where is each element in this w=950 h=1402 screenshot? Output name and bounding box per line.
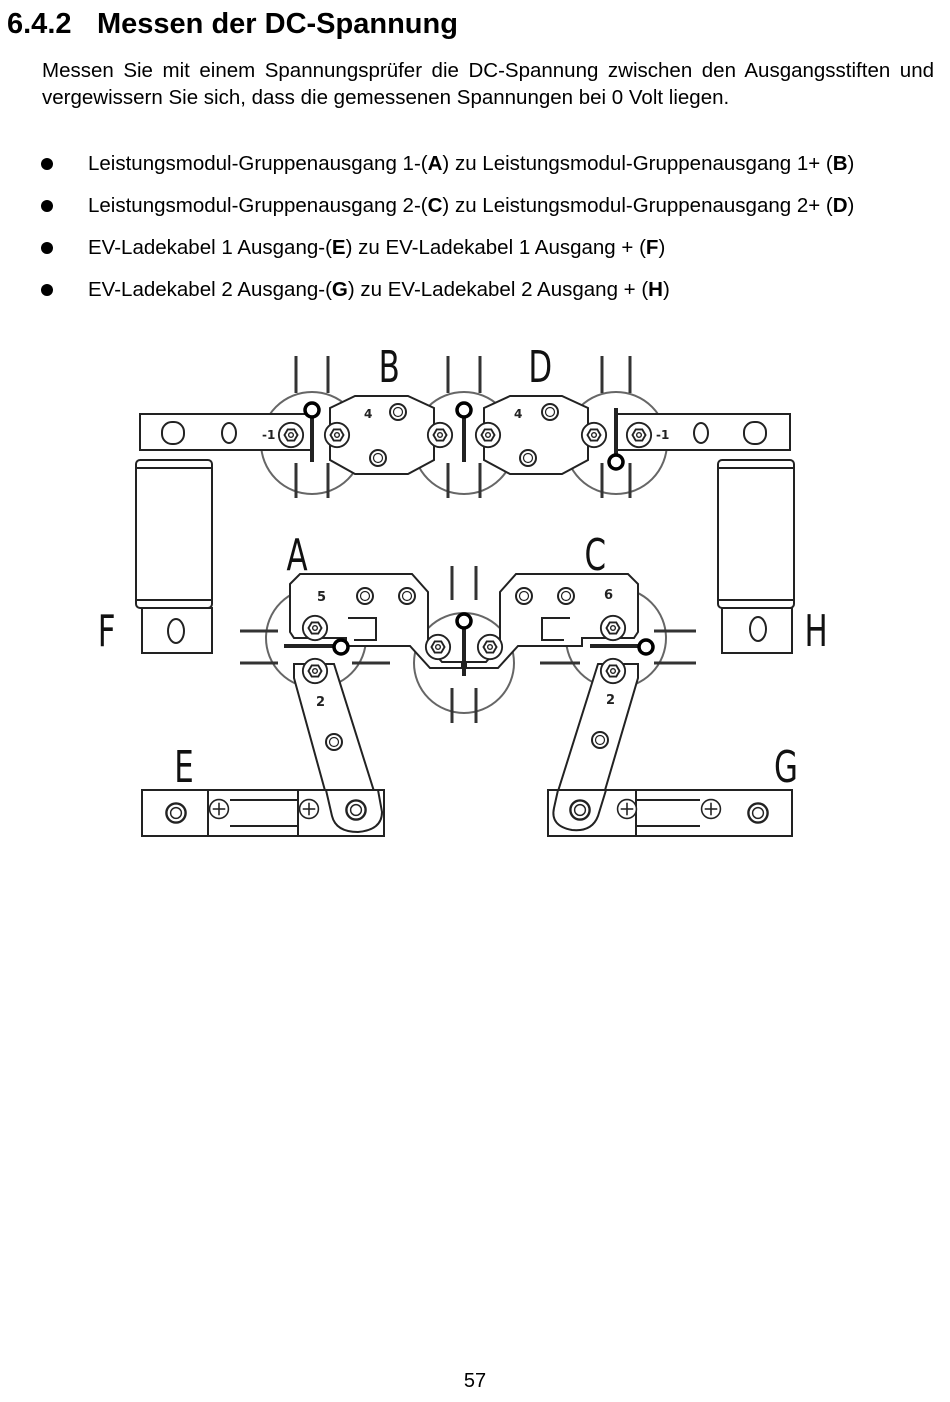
page-number: 57 bbox=[463, 1370, 487, 1392]
cable-housing-h bbox=[717, 459, 795, 609]
busbar-plate-d bbox=[483, 395, 589, 475]
section-title: Messen der DC-Spannung bbox=[97, 8, 458, 40]
label-c: C bbox=[585, 530, 607, 581]
measure-point-top-right bbox=[607, 453, 625, 471]
label-b: B bbox=[379, 342, 400, 393]
marking-5: 5 bbox=[317, 590, 326, 605]
list-item: EV-Ladekabel 2 Ausgang-(G) zu EV-Ladekab… bbox=[0, 273, 854, 315]
bullet-icon bbox=[41, 242, 53, 254]
bullet-icon bbox=[41, 158, 53, 170]
section-number: 6.4.2 bbox=[7, 8, 72, 40]
marking-2b: 2 bbox=[606, 693, 615, 708]
bullet-icon bbox=[41, 200, 53, 212]
svg-text:-1: -1 bbox=[656, 428, 669, 442]
svg-text:-1: -1 bbox=[262, 428, 275, 442]
measure-point-center bbox=[455, 612, 473, 630]
list-item: Leistungsmodul-Gruppenausgang 1-(A) zu L… bbox=[0, 147, 854, 189]
list-item: EV-Ladekabel 1 Ausgang-(E) zu EV-Ladekab… bbox=[0, 231, 854, 273]
measure-point-c bbox=[637, 638, 655, 656]
section-heading: 6.4.2 Messen der DC-Spannung bbox=[7, 6, 458, 42]
marking-4a: 4 bbox=[364, 407, 372, 421]
label-e: E bbox=[174, 742, 194, 793]
measure-point-b-left bbox=[303, 401, 321, 419]
marking-2a: 2 bbox=[316, 695, 325, 710]
bullet-icon bbox=[41, 284, 53, 296]
list-item: Leistungsmodul-Gruppenausgang 2-(C) zu L… bbox=[0, 189, 854, 231]
measure-point-a bbox=[332, 638, 350, 656]
label-d: D bbox=[528, 342, 552, 393]
label-f: F bbox=[98, 606, 116, 657]
busbar-diagram: 4 4 -1 -1 5 6 bbox=[90, 338, 850, 848]
intro-paragraph: Messen Sie mit einem Spannungsprüfer die… bbox=[42, 59, 934, 109]
measurement-list: Leistungsmodul-Gruppenausgang 1-(A) zu L… bbox=[0, 147, 854, 315]
measure-point-b-right bbox=[455, 401, 473, 419]
marking-4b: 4 bbox=[514, 407, 522, 421]
label-g: G bbox=[774, 742, 798, 793]
label-h: H bbox=[804, 606, 827, 657]
cable-housing-f bbox=[135, 459, 213, 609]
busbar-plate-b bbox=[329, 395, 435, 475]
marking-6: 6 bbox=[604, 588, 613, 603]
label-a: A bbox=[287, 530, 308, 581]
